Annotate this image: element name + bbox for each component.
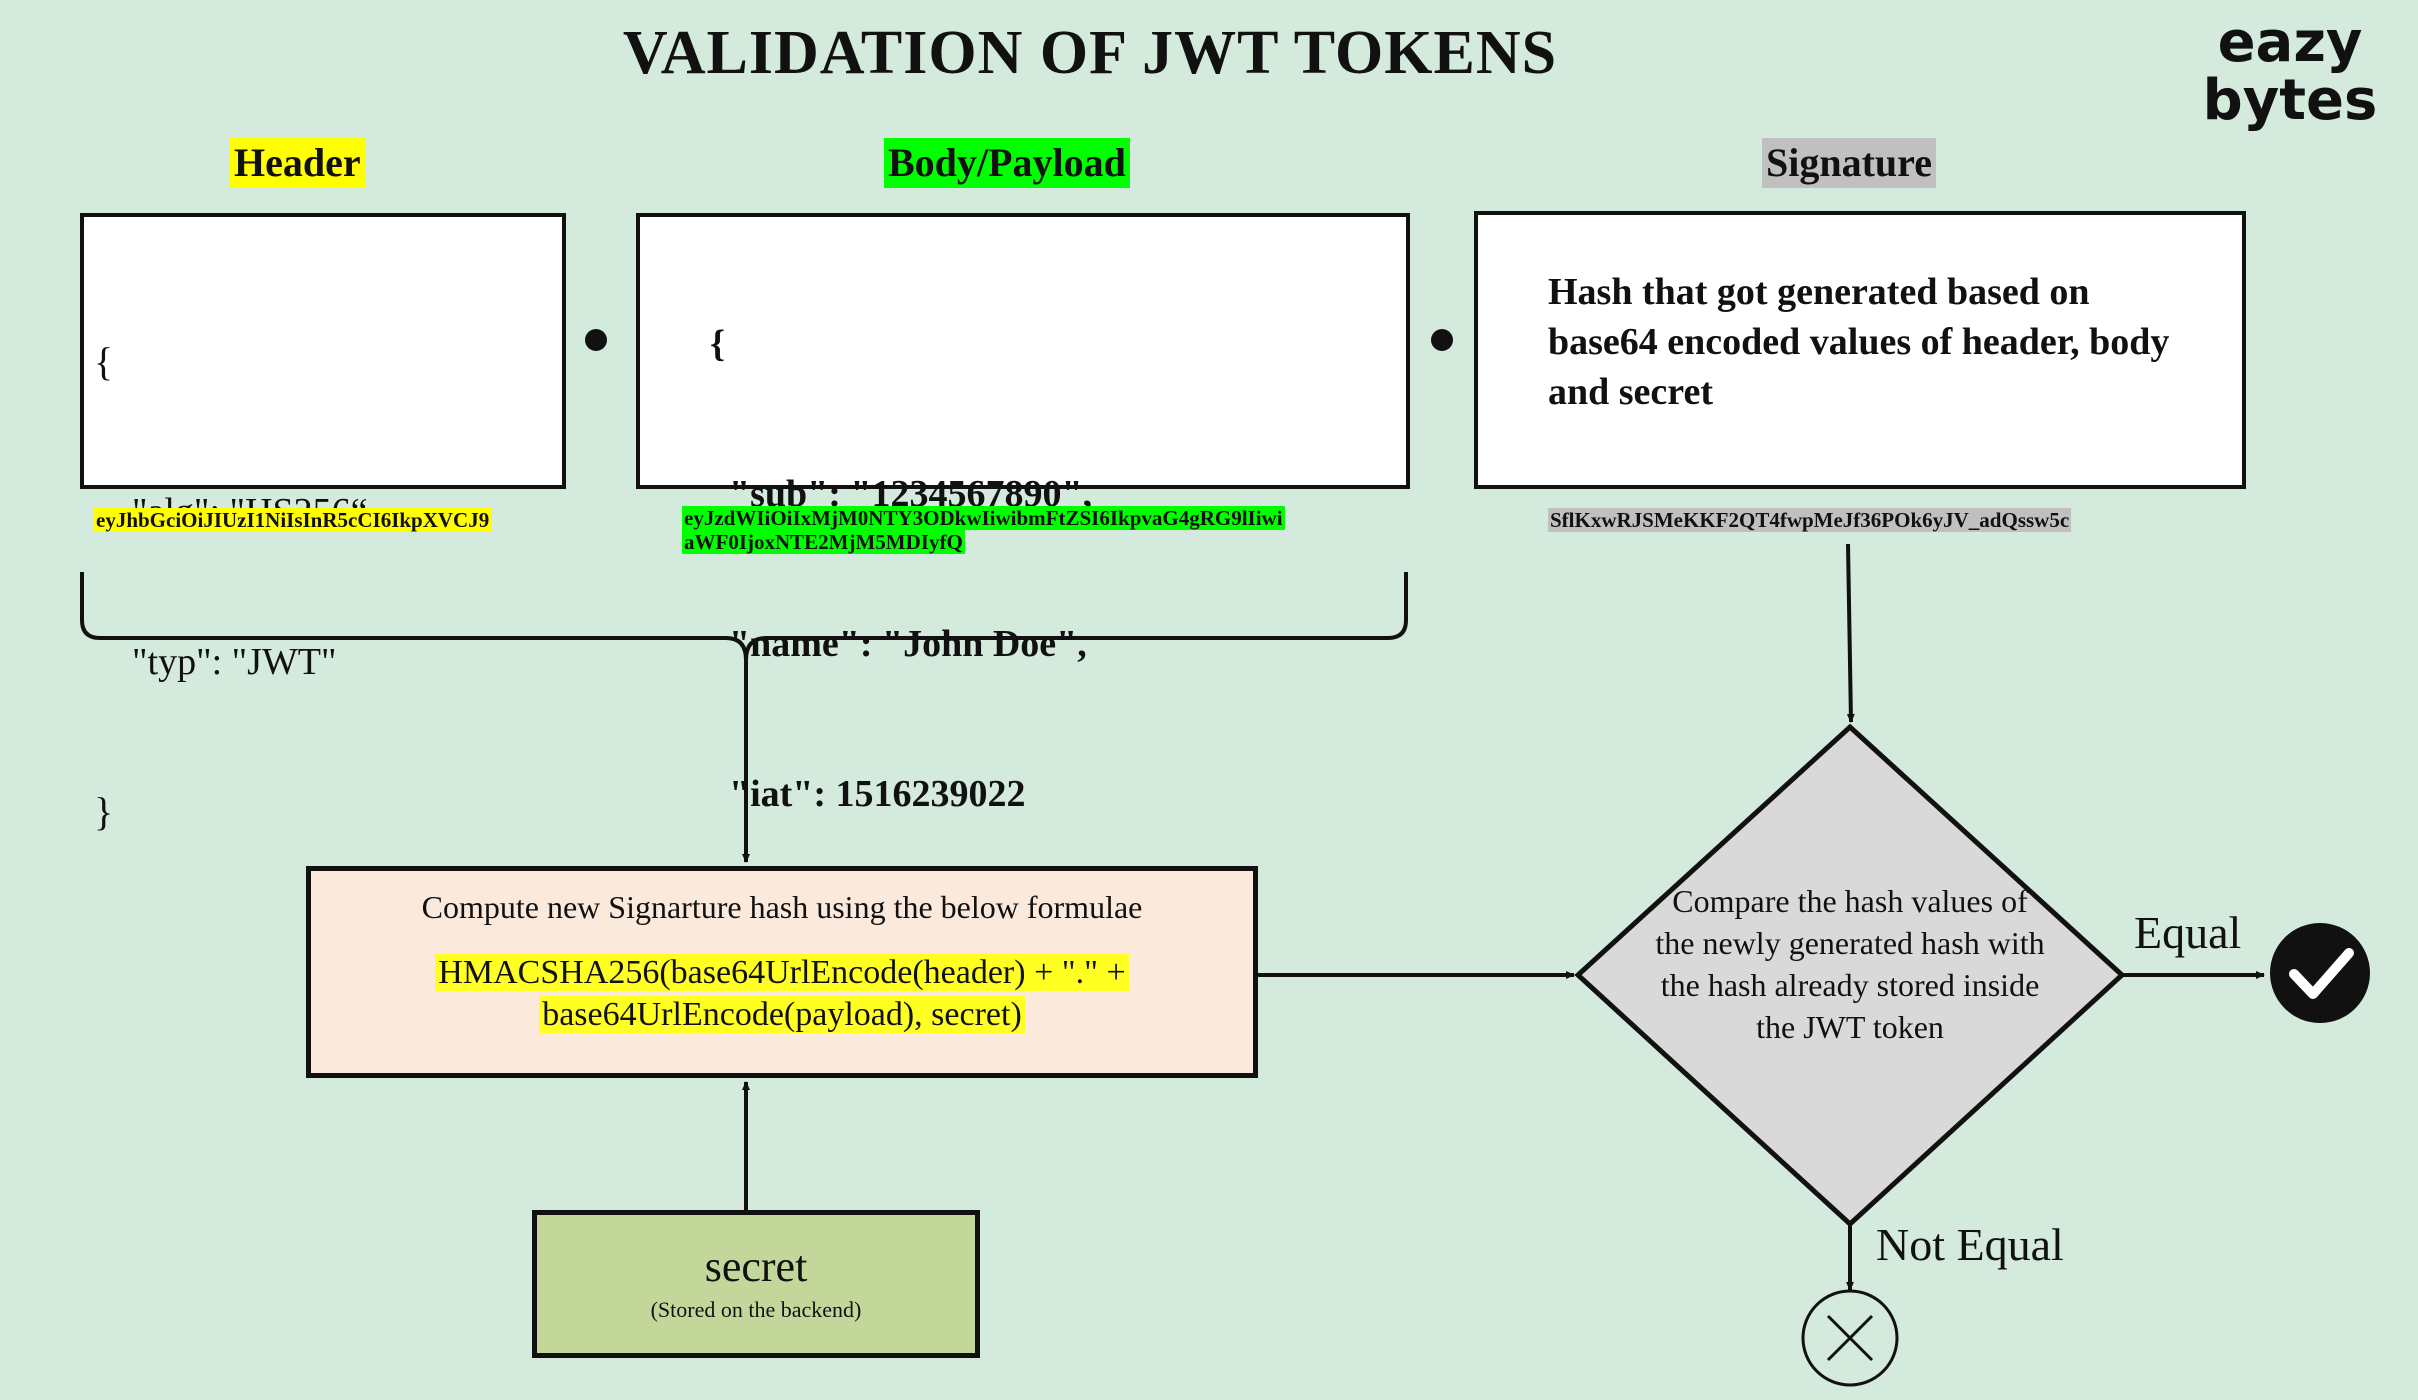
x-circle-icon [1801, 1289, 1899, 1387]
signature-label: Signature [1762, 138, 1936, 188]
header-label: Header [230, 138, 365, 188]
arrow-signature-to-diamond [1846, 543, 1855, 723]
curly-brace [80, 572, 1408, 712]
payload-encoded-line-1: eyJzdWIiOiIxMjM0NTY3ODkwIiwibmFtZSI6Ikpv… [682, 506, 1285, 530]
page-title: VALIDATION OF JWT TOKENS [622, 19, 1558, 87]
equal-label: Equal [2134, 907, 2242, 958]
secret-box: secret (Stored on the backend) [532, 1210, 980, 1358]
formula: HMACSHA256(base64UrlEncode(header) + "."… [311, 952, 1253, 1036]
logo-line-1: eazy [2217, 10, 2363, 75]
separator-dot [585, 329, 607, 351]
not-equal-label: Not Equal [1876, 1219, 2064, 1270]
signature-box: Hash that got generated based on base64 … [1474, 211, 2246, 489]
secret-title: secret [704, 1242, 808, 1291]
logo-line-2: bytes [2202, 68, 2378, 133]
payload-encoded-line-2: aWF0IjoxNTE2MjM5MDIyfQ [682, 530, 965, 554]
header-json-line: } [94, 789, 114, 834]
checkmark-circle-icon [2270, 923, 2370, 1023]
signature-text: Hash that got generated based on base64 … [1548, 271, 2170, 413]
payload-label: Body/Payload [884, 138, 1130, 188]
compute-hash-box: Compute new Signarture hash using the be… [306, 866, 1258, 1078]
separator-dot [1431, 329, 1453, 351]
header-json-line: "typ": "JWT" [94, 641, 337, 683]
signature-encoded: SflKxwRJSMeKKF2QT4fwpMeJf36POk6yJV_adQss… [1548, 508, 2072, 532]
formula-line-1: HMACSHA256(base64UrlEncode(header) + "."… [435, 954, 1129, 991]
compute-title: Compute new Signarture hash using the be… [421, 889, 1143, 925]
payload-json-line: { [710, 323, 725, 365]
header-encoded: eyJhbGciOiJIUzI1NiIsInR5cCI6IkpXVCJ9 [94, 508, 492, 532]
payload-encoded: eyJzdWIiOiIxMjM0NTY3ODkwIiwibmFtZSI6Ikpv… [682, 506, 1285, 554]
eazybytes-logo: eazy bytes [2180, 14, 2400, 130]
decision-text: Compare the hash values of the newly gen… [1655, 883, 2045, 1045]
formula-line-2: base64UrlEncode(payload), secret) [539, 996, 1025, 1033]
header-json-line: { [94, 339, 114, 384]
payload-json-line: "name": "John Doe", [710, 623, 1087, 665]
secret-subtitle: (Stored on the backend) [650, 1297, 862, 1322]
